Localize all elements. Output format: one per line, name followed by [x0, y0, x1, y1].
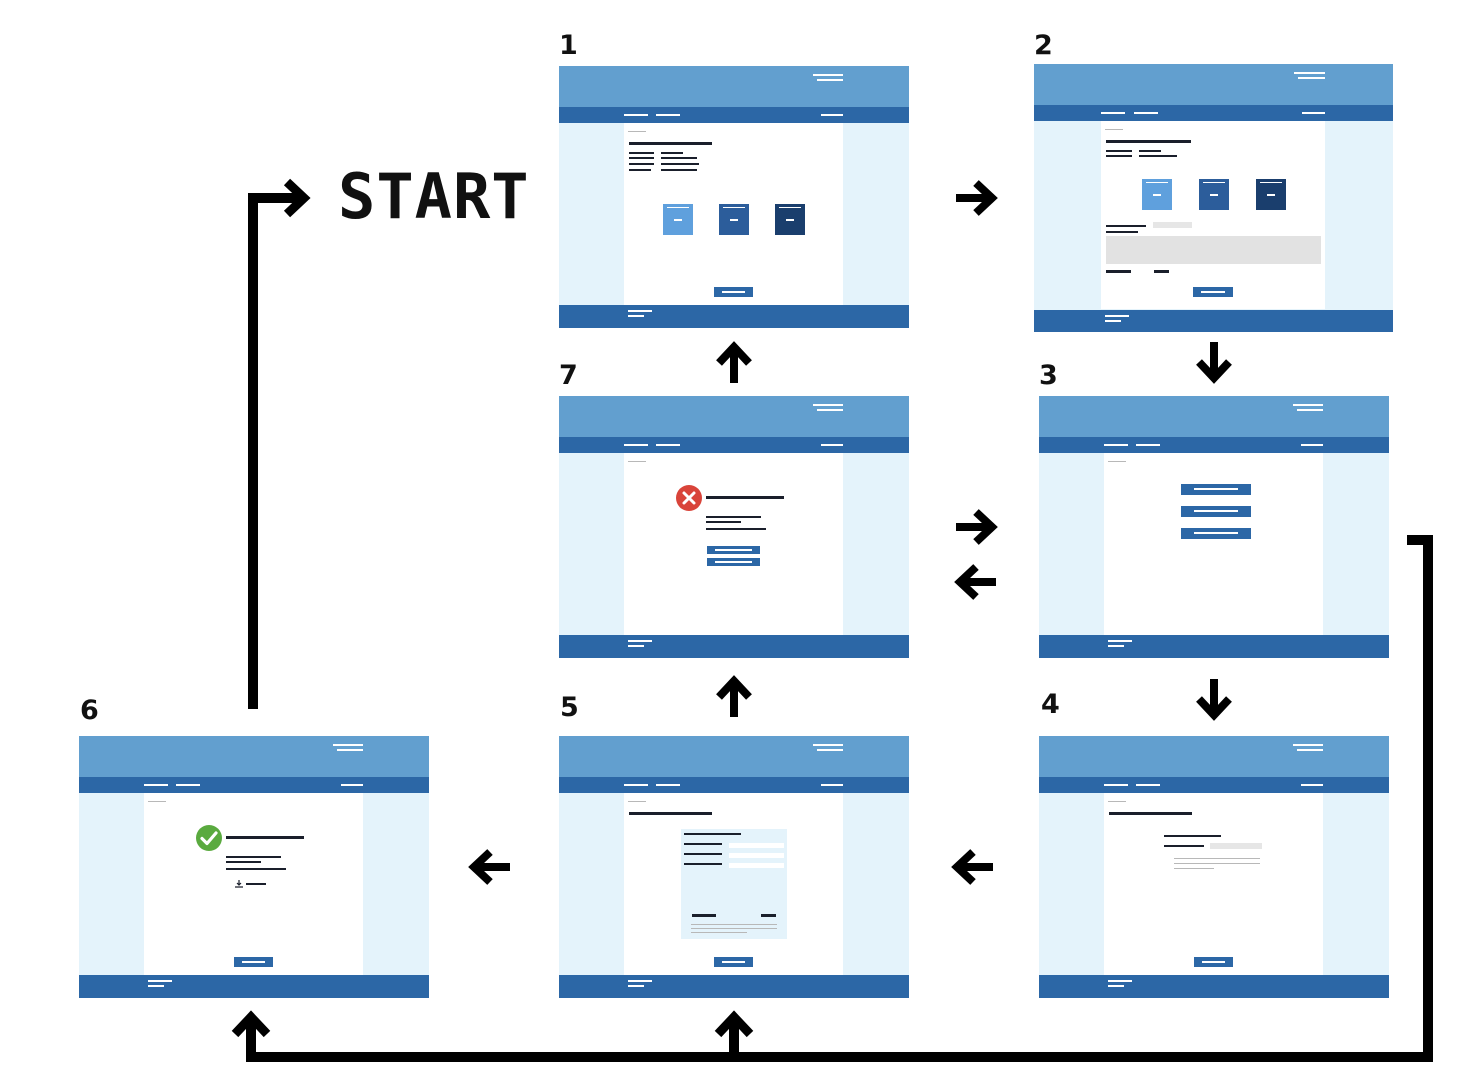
- screen-footer: [559, 305, 909, 328]
- screen-header: [1039, 736, 1389, 777]
- screen-footer: [559, 635, 909, 658]
- arrow-7-to-3: [956, 512, 992, 542]
- text-area[interactable]: [1106, 236, 1321, 264]
- screen-1[interactable]: [559, 66, 909, 328]
- arrow-3-to-4: [1199, 679, 1229, 715]
- screen-content: [1104, 453, 1323, 635]
- step-label-4: 4: [1041, 689, 1060, 720]
- connector-3-to-5-and-6: [231, 535, 1433, 1062]
- continue-button[interactable]: [1193, 287, 1233, 297]
- screen-content: [1101, 121, 1325, 309]
- screen-header: [559, 66, 909, 107]
- step-label-2: 2: [1034, 30, 1053, 61]
- step-label-7: 7: [559, 360, 578, 391]
- screen-content: [624, 793, 843, 975]
- screen-header: [79, 736, 429, 777]
- confirm-button[interactable]: [714, 957, 753, 967]
- option-box-mid[interactable]: [1199, 179, 1229, 210]
- step-label-6: 6: [80, 695, 99, 726]
- screen-footer: [559, 975, 909, 998]
- screen-7[interactable]: [559, 396, 909, 658]
- screen-nav: [1039, 777, 1389, 793]
- screen-header: [1039, 396, 1389, 437]
- arrow-1-to-2: [956, 183, 992, 213]
- screen-4[interactable]: [1039, 736, 1389, 998]
- screen-header: [559, 396, 909, 437]
- start-label: START: [338, 160, 530, 233]
- finish-button[interactable]: [234, 957, 273, 967]
- screen-3[interactable]: [1039, 396, 1389, 658]
- connector-6-to-start: [248, 178, 311, 709]
- option-box-dark[interactable]: [775, 204, 805, 235]
- arrow-4-to-5: [957, 852, 993, 882]
- screen-footer: [1039, 975, 1389, 998]
- step-label-1: 1: [559, 30, 578, 61]
- screen-nav: [79, 777, 429, 793]
- retry-button[interactable]: [707, 546, 760, 554]
- screen-2[interactable]: [1034, 64, 1393, 332]
- screen-content: [624, 453, 843, 635]
- screen-nav: [559, 777, 909, 793]
- screen-footer: [1034, 310, 1393, 332]
- continue-button[interactable]: [714, 287, 753, 297]
- option-box-light[interactable]: [1142, 179, 1172, 210]
- arrow-5-to-7: [719, 681, 749, 717]
- screen-6[interactable]: [79, 736, 429, 998]
- download-icon[interactable]: [234, 879, 244, 889]
- back-button[interactable]: [707, 558, 760, 566]
- screen-content: [1104, 793, 1323, 975]
- option-box-mid[interactable]: [719, 204, 749, 235]
- screen-header: [1034, 64, 1393, 105]
- screen-5[interactable]: [559, 736, 909, 998]
- option-box-dark[interactable]: [1256, 179, 1286, 210]
- check-circle-icon: [196, 825, 222, 851]
- option-box-light[interactable]: [663, 204, 693, 235]
- screen-nav: [559, 107, 909, 123]
- x-circle-icon: [676, 485, 702, 511]
- option-button-3[interactable]: [1181, 528, 1251, 539]
- arrow-3-to-7: [960, 567, 996, 597]
- select-field[interactable]: [1153, 222, 1192, 228]
- screen-nav: [1034, 105, 1393, 121]
- option-button-2[interactable]: [1181, 506, 1251, 517]
- step-label-5: 5: [560, 692, 579, 723]
- option-button-1[interactable]: [1181, 484, 1251, 495]
- screen-header: [559, 736, 909, 777]
- arrow-7-to-1: [719, 347, 749, 383]
- screen-nav: [559, 437, 909, 453]
- screen-nav: [1039, 437, 1389, 453]
- screen-footer: [79, 975, 429, 998]
- arrow-5-to-6: [474, 852, 510, 882]
- select-field[interactable]: [1210, 843, 1262, 849]
- step-label-3: 3: [1039, 360, 1058, 391]
- screen-content: [144, 793, 363, 975]
- continue-button[interactable]: [1194, 957, 1233, 967]
- screen-content: [624, 123, 843, 305]
- summary-panel: [681, 829, 787, 939]
- arrow-2-to-3: [1199, 342, 1229, 378]
- screen-footer: [1039, 635, 1389, 658]
